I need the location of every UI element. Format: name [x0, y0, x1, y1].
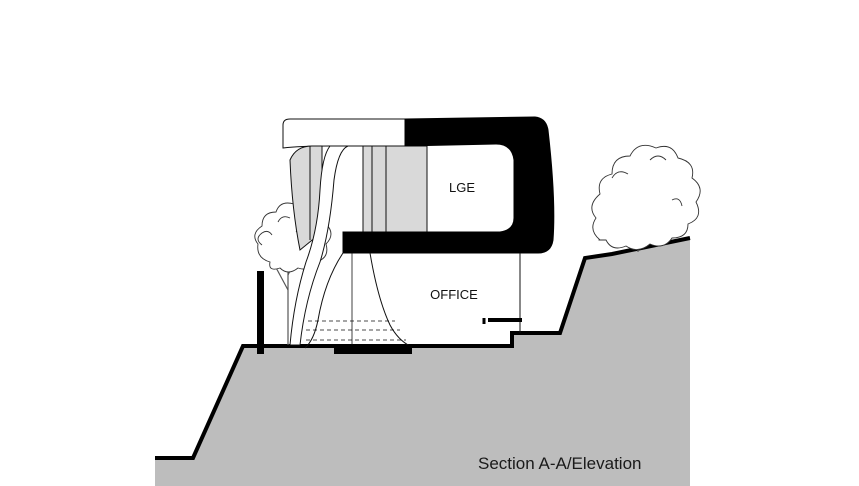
- office-step: [484, 318, 522, 322]
- glazing-panel-left: [289, 145, 323, 251]
- glazing-panel-right: [362, 145, 428, 233]
- ground-profile-line: [155, 236, 691, 460]
- tree-right: [591, 144, 701, 252]
- foundation-plinth: [334, 345, 412, 354]
- room-label-lge: LGE: [449, 180, 475, 195]
- office-curve-wall: [304, 252, 344, 349]
- office-inner-curve: [369, 252, 411, 347]
- structural-shell: [342, 116, 555, 254]
- curved-entry-wall: [289, 145, 349, 346]
- drawing-caption: Section A-A/Elevation: [478, 454, 641, 473]
- retaining-wall-post: [257, 271, 264, 354]
- ground-section: [155, 238, 690, 486]
- roof-outline: [282, 118, 406, 149]
- room-label-office: OFFICE: [430, 287, 478, 302]
